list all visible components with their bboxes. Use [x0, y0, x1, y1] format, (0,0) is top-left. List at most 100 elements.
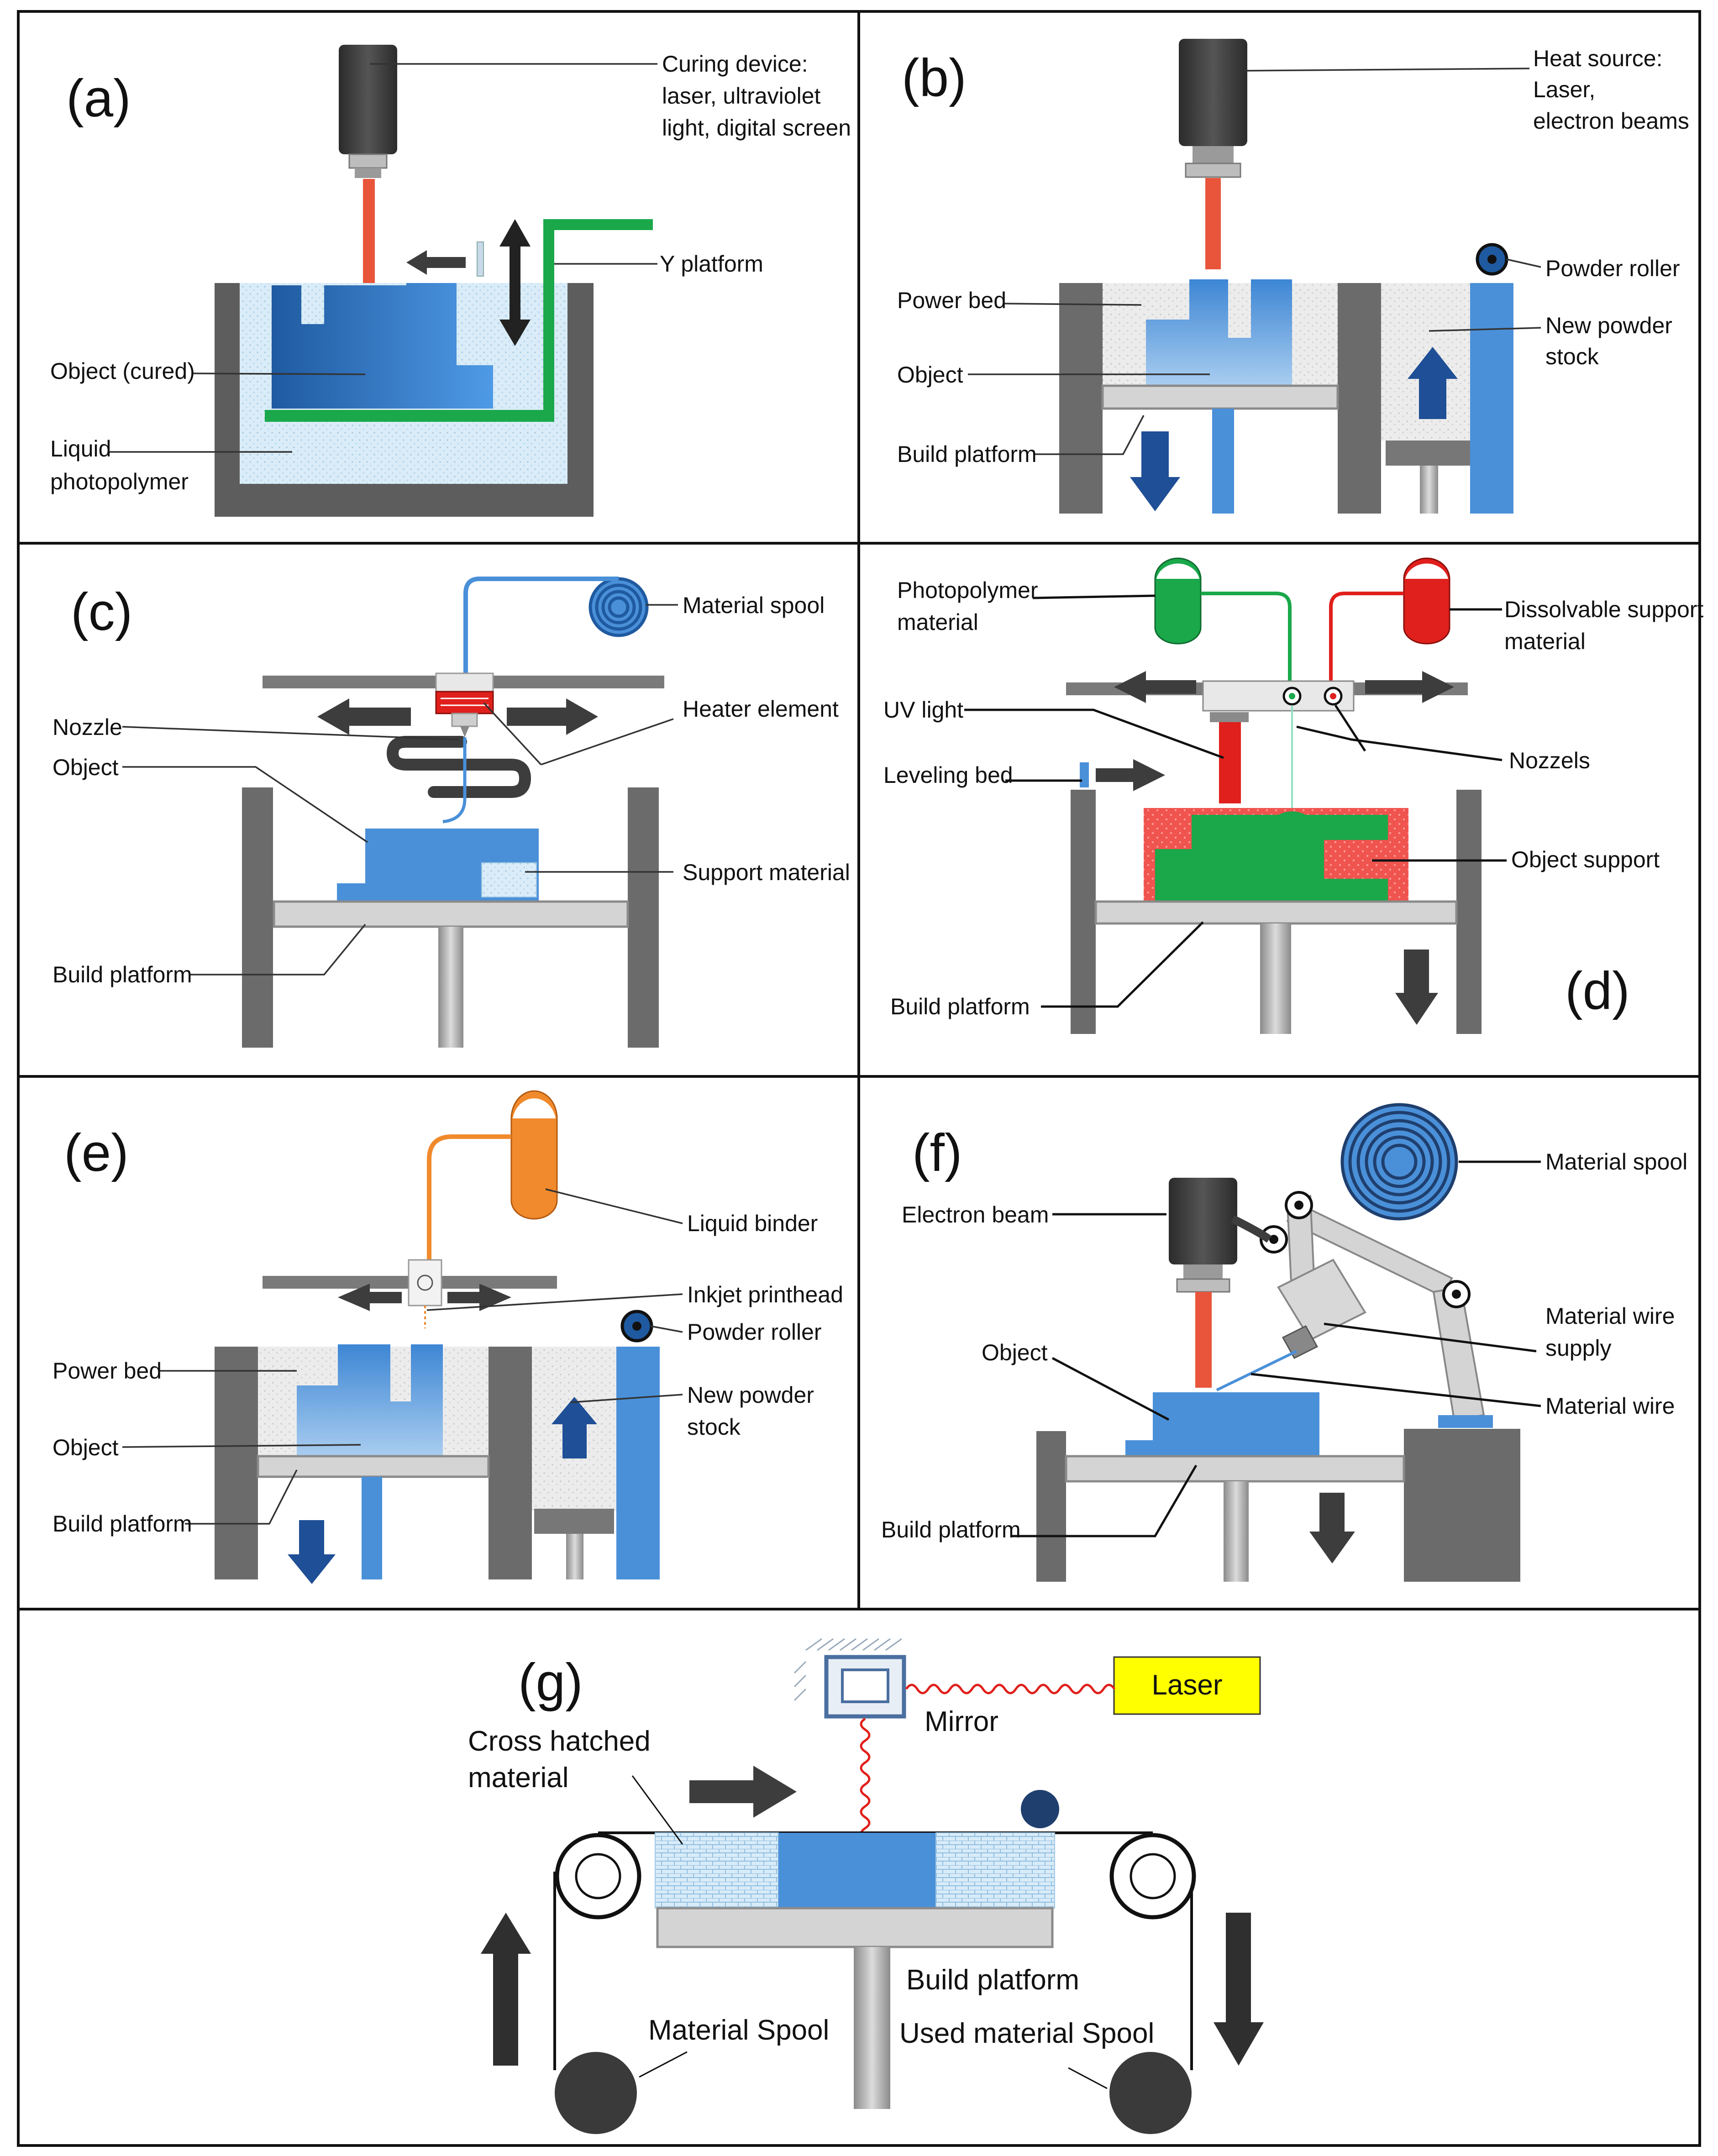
- used-material-spool: [1109, 2052, 1192, 2134]
- heater-element: [435, 691, 494, 714]
- panel-c-tag: (c): [71, 582, 132, 641]
- deposited-object: [1125, 1392, 1319, 1456]
- left-arrow-icon: [1114, 671, 1196, 703]
- label-build-platform: Build platform: [906, 1964, 1079, 1996]
- curing-device: [339, 45, 397, 154]
- panel-c: (c): [53, 577, 850, 1048]
- label-photo-2: material: [897, 609, 978, 635]
- beam: [1195, 1292, 1212, 1388]
- laser-beam: [905, 1684, 1116, 1694]
- label-object-cured: Object (cured): [50, 358, 195, 384]
- label-material-spool: Material spool: [1545, 1149, 1687, 1175]
- up-arrow-icon: [552, 1397, 597, 1458]
- support-material: [481, 862, 537, 897]
- label-stock-1: New powder: [687, 1382, 814, 1408]
- label-heat-2: Laser,: [1533, 77, 1595, 102]
- material-spool: [588, 577, 649, 637]
- label-photo-1: Photopolymer: [897, 577, 1038, 603]
- label-build-platform: Build platform: [881, 1517, 1021, 1542]
- label-object: Object: [53, 1435, 119, 1460]
- arm-base: [1404, 1429, 1520, 1582]
- panel-d-tag: (d): [1565, 961, 1630, 1020]
- label-material-spool: Material Spool: [648, 2014, 829, 2046]
- heat-source: [1179, 39, 1247, 146]
- label-curing-1: Curing device:: [662, 51, 808, 77]
- label-laser: Laser: [1151, 1669, 1222, 1701]
- label-leveling-bed: Leveling bed: [883, 762, 1013, 788]
- label-object: Object: [897, 362, 963, 388]
- label-diss-1: Dissolvable support: [1504, 597, 1703, 622]
- label-cross-2: material: [468, 1762, 569, 1794]
- label-heat-3: electron beams: [1533, 108, 1689, 134]
- build-platform: [1101, 384, 1339, 410]
- panel-b-tag: (b): [902, 48, 967, 107]
- nozzle: [460, 726, 469, 737]
- binder-cartridge: [510, 1090, 558, 1220]
- right-arrow-icon: [507, 698, 598, 735]
- heat-beam: [1205, 178, 1221, 269]
- mirror-icon: [793, 1638, 906, 1719]
- panel-f: (f): [881, 1103, 1687, 1582]
- panel-f-tag: (f): [912, 1123, 962, 1182]
- stock-wall: [616, 1347, 660, 1579]
- fused-part: [778, 1833, 936, 1908]
- label-inkjet-printhead: Inkjet printhead: [687, 1282, 843, 1307]
- label-nozzels: Nozzels: [1509, 748, 1590, 773]
- label-mirror: Mirror: [925, 1706, 998, 1737]
- laser-box: [1113, 1656, 1261, 1715]
- roller: [1021, 1790, 1059, 1828]
- label-object: Object: [53, 755, 119, 780]
- panel-frames: [17, 10, 1701, 2147]
- label-material-spool: Material spool: [683, 593, 825, 618]
- label-heater-element: Heater element: [683, 696, 839, 722]
- label-stock-1: New powder: [1545, 313, 1672, 338]
- label-powder-roller: Powder roller: [687, 1319, 822, 1345]
- material-spool: [555, 2052, 637, 2134]
- build-platform: [656, 1907, 1054, 1948]
- down-arrow-icon: [1309, 1493, 1355, 1563]
- build-platform: [257, 1455, 490, 1478]
- stock-wall: [1470, 283, 1513, 514]
- label-build-platform: Build platform: [53, 1511, 192, 1537]
- panel-a: (a) Curing device: laser, ultraviolet li…: [50, 45, 851, 517]
- label-material-wire: Material wire: [1545, 1393, 1675, 1419]
- label-wire-supply-2: supply: [1545, 1335, 1612, 1361]
- label-build-platform: Build platform: [890, 994, 1030, 1019]
- label-diss-2: material: [1504, 629, 1586, 654]
- label-object: Object: [982, 1340, 1048, 1365]
- photopolymer-object: [1155, 811, 1388, 902]
- panel-e-tag: (e): [64, 1123, 129, 1182]
- down-arrow-icon: [1214, 1913, 1264, 2066]
- build-platform: [273, 900, 629, 928]
- cured-object: [272, 283, 493, 409]
- cross-hatched-material: [655, 1832, 779, 1909]
- uv-light: [1219, 722, 1241, 803]
- label-heat-1: Heat source:: [1533, 46, 1662, 71]
- down-arrow-icon: [1130, 431, 1180, 511]
- build-platform: [1065, 1455, 1405, 1483]
- material-wire: [1216, 1350, 1298, 1391]
- label-power-bed: Power bed: [53, 1358, 162, 1384]
- panel-e: (e) Liquid binder Inkj: [53, 1090, 843, 1584]
- leveling-roller: [1080, 762, 1089, 787]
- label-stock-2: stock: [1545, 344, 1599, 369]
- inkjet-printhead: [408, 1259, 442, 1306]
- label-power-bed: Power bed: [897, 288, 1006, 313]
- label-build-platform: Build platform: [53, 962, 192, 987]
- right-arrow-icon: [1365, 671, 1454, 703]
- robot-arm: [1260, 1191, 1493, 1428]
- electron-beam-gun: [1169, 1178, 1237, 1264]
- up-arrow-icon: [1408, 347, 1458, 419]
- label-liquid-1: Liquid: [50, 436, 111, 462]
- label-liquid-2: photopolymer: [50, 469, 189, 494]
- right-arrow-icon: [689, 1766, 797, 1818]
- photopolymer-cartridge: [1154, 557, 1202, 645]
- label-curing-3: light, digital screen: [662, 115, 851, 141]
- panel-d: (d): [883, 557, 1703, 1034]
- up-down-arrow-icon: [499, 219, 531, 346]
- panel-b: (b) Heat source: Laser, electron: [897, 39, 1689, 514]
- label-nozzle: Nozzle: [53, 714, 122, 740]
- curing-beam: [363, 179, 375, 283]
